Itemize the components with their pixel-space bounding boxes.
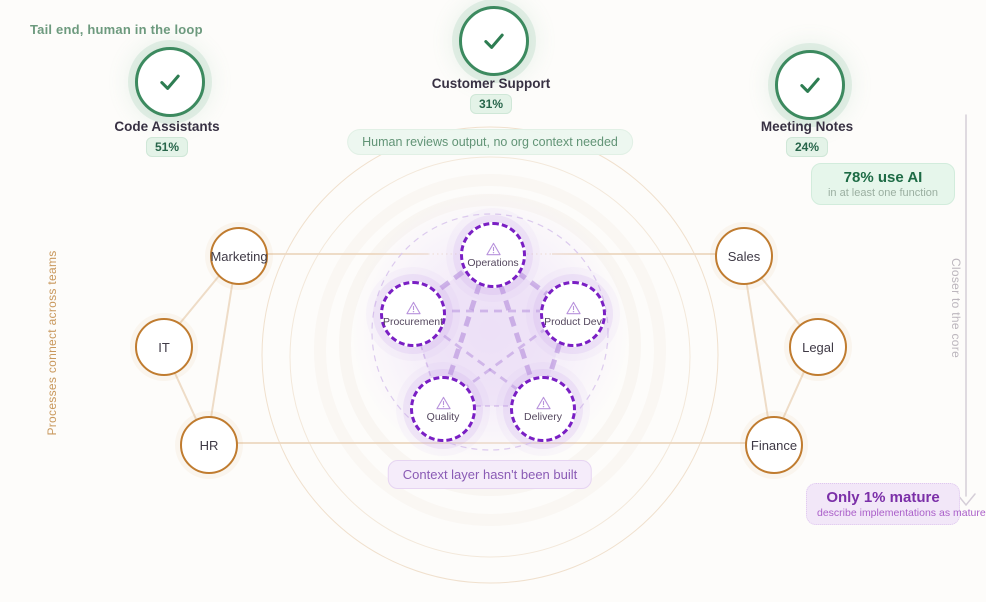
function-value-customer-support: 31%	[469, 94, 513, 114]
team-label: Sales	[727, 248, 761, 264]
warning-icon	[485, 242, 501, 255]
depth-arrow	[956, 114, 976, 507]
stat-use-ai: 78% use AI in at least one function	[811, 163, 955, 205]
function-node-code-assistants[interactable]	[135, 47, 205, 117]
function-label-meeting-notes: Meeting Notes	[760, 119, 854, 134]
edge-marketing-hr	[206, 253, 238, 444]
outer-layer-note: Human reviews output, no org context nee…	[347, 129, 633, 155]
stat-use-ai-title: 78% use AI	[843, 169, 923, 186]
team-node-marketing[interactable]: Marketing	[210, 227, 268, 285]
check-icon	[160, 74, 180, 90]
team-label: Finance	[750, 437, 798, 453]
check-icon	[800, 77, 820, 93]
team-node-it[interactable]: IT	[135, 318, 193, 376]
team-label: Marketing	[210, 248, 268, 264]
core-node-procurement[interactable]: Procurement	[380, 281, 446, 347]
function-node-meeting-notes[interactable]	[775, 50, 845, 120]
function-label-customer-support: Customer Support	[431, 76, 551, 91]
core-label: Product Dev	[544, 315, 602, 328]
team-label: IT	[158, 339, 170, 355]
core-label: Delivery	[524, 410, 562, 423]
team-node-finance[interactable]: Finance	[745, 416, 803, 474]
page-title: Tail end, human in the loop	[30, 22, 203, 37]
team-node-hr[interactable]: HR	[180, 416, 238, 474]
function-value-meeting-notes: 24%	[785, 137, 829, 157]
core-dashed-ring	[371, 213, 609, 451]
core-node-operations[interactable]: Operations	[460, 222, 526, 288]
core-label: Quality	[426, 410, 460, 423]
core-layer-note: Context layer hasn't been built	[387, 460, 593, 489]
team-label: HR	[199, 437, 219, 453]
team-node-sales[interactable]: Sales	[715, 227, 773, 285]
warning-icon	[565, 301, 581, 314]
warning-icon	[535, 396, 551, 409]
core-label: Procurement	[382, 315, 444, 328]
stat-mature: Only 1% mature describe implementations …	[806, 483, 986, 525]
right-axis-label: Closer to the core	[949, 257, 963, 359]
warning-icon	[435, 396, 451, 409]
left-axis-label: Processes connect across teams	[45, 250, 59, 436]
core-node-delivery[interactable]: Delivery	[510, 376, 576, 442]
stat-mature-subtitle: describe implementations as mature	[817, 507, 986, 519]
core-label: Operations	[467, 256, 519, 269]
team-label: Legal	[802, 339, 834, 355]
stat-mature-title: Only 1% mature	[826, 489, 940, 506]
edge-sales-finance	[741, 253, 773, 444]
check-icon	[484, 33, 504, 49]
core-node-product-dev[interactable]: Product Dev	[540, 281, 606, 347]
stat-use-ai-subtitle: in at least one function	[827, 187, 939, 199]
function-node-customer-support[interactable]	[459, 6, 529, 76]
function-label-code-assistants: Code Assistants	[114, 119, 220, 134]
core-node-quality[interactable]: Quality	[410, 376, 476, 442]
function-value-code-assistants: 51%	[145, 137, 189, 157]
warning-icon	[405, 301, 421, 314]
team-node-legal[interactable]: Legal	[789, 318, 847, 376]
